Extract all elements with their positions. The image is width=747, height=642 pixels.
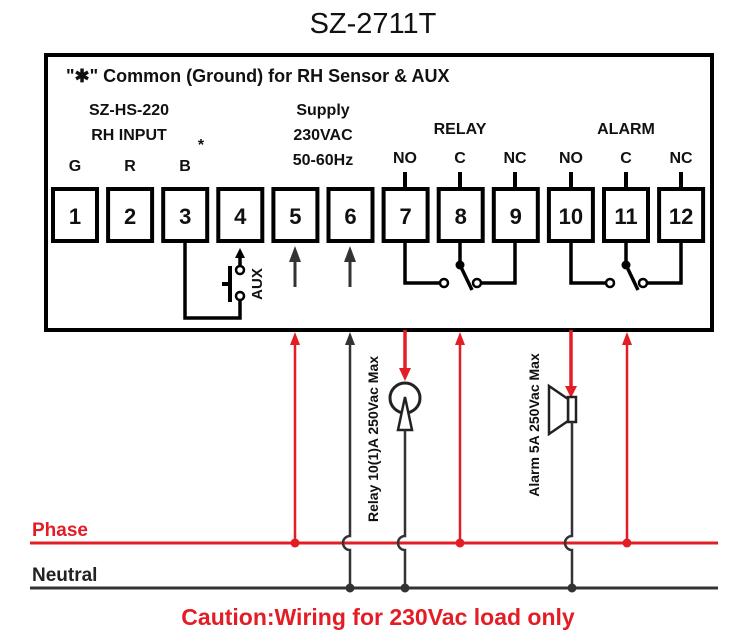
terminal-box — [602, 187, 650, 243]
diagram-title: SZ-2711T — [310, 8, 437, 40]
terminal-6: 6 — [326, 187, 375, 243]
lamp-icon — [388, 381, 422, 432]
relay-switch-icon — [403, 242, 517, 291]
relay-common-wire — [455, 332, 465, 548]
terminal-9: 9 — [491, 187, 540, 243]
junction-dot-icon — [290, 538, 300, 548]
pin-stubs — [403, 172, 683, 188]
alarm-pin-nc: NC — [669, 150, 693, 167]
relay-pin-no: NO — [393, 150, 417, 167]
relay-pin-nc: NC — [503, 150, 527, 167]
terminal-box — [381, 187, 430, 243]
alarm-group-label: ALARM — [597, 121, 655, 138]
alarm-load-label: Alarm 5A 250Vac Max — [526, 353, 542, 497]
terminal-5: 5 — [271, 187, 320, 243]
terminal-8: 8 — [436, 187, 485, 243]
junction-dot-icon — [455, 538, 465, 548]
supply-neutral-wire — [341, 332, 355, 593]
terminal-number: 3 — [179, 204, 191, 229]
terminal-box — [51, 187, 99, 243]
terminal-10: 10 — [546, 187, 595, 243]
junction-dot-icon — [345, 583, 355, 593]
terminal-3: 3 — [161, 187, 210, 243]
supply-frequency-label: 50-60Hz — [293, 152, 353, 169]
aux-label: AUX — [249, 268, 266, 300]
alarm-pin-c: C — [620, 150, 632, 167]
caution-text: Caution:Wiring for 230Vac load only — [181, 604, 575, 630]
pin-label-g: G — [69, 158, 81, 175]
terminal-number: 10 — [559, 204, 583, 229]
terminal-box — [106, 187, 155, 243]
terminal-number: 9 — [510, 204, 522, 229]
terminal-2: 2 — [106, 187, 155, 243]
alarm-load-wire — [547, 330, 578, 593]
alarm-switch-icon — [569, 242, 683, 291]
relay-group-label: RELAY — [434, 121, 487, 138]
relay-load-wire — [388, 330, 422, 593]
terminal-number: 4 — [234, 204, 247, 229]
terminal-11: 11 — [602, 187, 650, 243]
terminal-number: 5 — [289, 204, 301, 229]
terminal-box — [161, 187, 210, 243]
push-button-switch-icon — [222, 264, 246, 302]
terminal-1: 1 — [51, 187, 99, 243]
junction-dot-icon — [622, 538, 632, 548]
supply-voltage-label: 230VAC — [293, 127, 353, 144]
arrow-icon — [289, 246, 301, 262]
common-ground-note: "✱" Common (Ground) for RH Sensor & AUX — [66, 66, 449, 86]
relay-load-label: Relay 10(1)A 250Vac Max — [365, 356, 381, 522]
terminal-number: 1 — [69, 204, 81, 229]
arrow-icon — [235, 248, 245, 258]
terminal-number: 6 — [344, 204, 356, 229]
phase-label: Phase — [32, 520, 88, 541]
terminal-number: 8 — [455, 204, 467, 229]
supply-phase-wire — [290, 332, 300, 548]
terminal-box — [216, 187, 265, 243]
terminal-number: 2 — [124, 204, 136, 229]
terminal-box — [546, 187, 595, 243]
terminal-number: 12 — [669, 204, 693, 229]
terminal-number: 7 — [399, 204, 411, 229]
terminal-12: 12 — [657, 187, 706, 243]
sensor-model-label: SZ-HS-220 — [89, 102, 169, 119]
rh-input-label: RH INPUT — [91, 127, 167, 144]
terminal-4: 4 — [216, 187, 265, 243]
buzzer-icon — [547, 383, 578, 437]
junction-dot-icon — [400, 583, 410, 593]
neutral-label: Neutral — [32, 565, 97, 586]
terminal-box — [271, 187, 320, 243]
terminal-7: 7 — [381, 187, 430, 243]
terminal-box — [326, 187, 375, 243]
terminal-box — [436, 187, 485, 243]
junction-dot-icon — [567, 583, 577, 593]
common-mark: * — [198, 137, 205, 154]
relay-pin-c: C — [454, 150, 466, 167]
alarm-common-wire — [622, 332, 632, 548]
terminal-box — [491, 187, 540, 243]
supply-arrows — [289, 246, 356, 287]
supply-label: Supply — [296, 102, 349, 119]
alarm-pin-no: NO — [559, 150, 583, 167]
pin-label-r: R — [124, 158, 136, 175]
pin-label-b: B — [179, 158, 191, 175]
terminal-box — [657, 187, 706, 243]
arrow-icon — [344, 246, 356, 262]
terminal-number: 11 — [614, 204, 637, 229]
